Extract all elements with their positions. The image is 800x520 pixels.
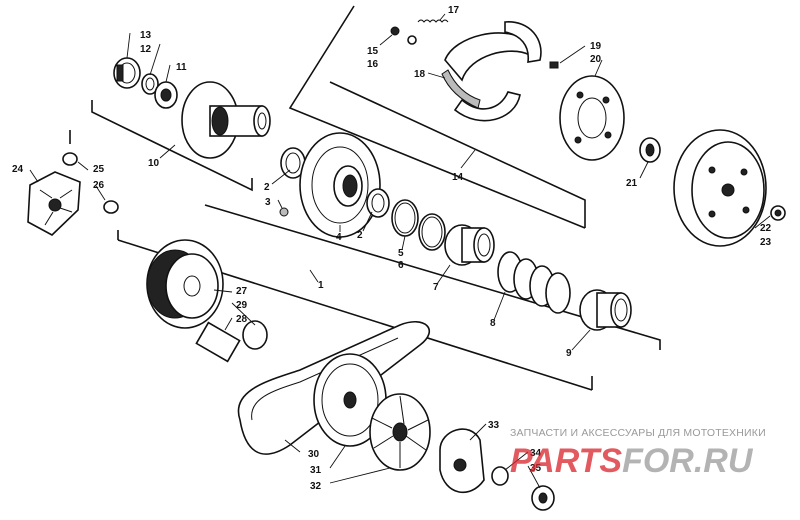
seal-2b bbox=[366, 188, 390, 218]
washer-34 bbox=[491, 466, 509, 486]
movable-sheave-4 bbox=[299, 132, 381, 238]
watermark: ЗАПЧАСТИ И АКСЕССУАРЫ ДЛЯ МОТОТЕХНИКИ PA… bbox=[510, 427, 766, 480]
collar-9 bbox=[579, 289, 632, 331]
drive-plate-33 bbox=[439, 428, 485, 494]
callout-30: 30 bbox=[308, 449, 320, 460]
callout-labels: 1 2 2 3 4 5 6 7 8 9 10 11 12 13 14 15 16… bbox=[12, 5, 772, 492]
callout-2a: 2 bbox=[264, 182, 270, 193]
callout-4: 4 bbox=[336, 232, 342, 243]
watermark-logo: PARTSFOR.RU bbox=[510, 442, 754, 480]
callout-15: 15 bbox=[367, 46, 379, 57]
clutch-shoes-18 bbox=[441, 21, 542, 122]
watermark-tagline: ЗАПЧАСТИ И АКСЕССУАРЫ ДЛЯ МОТОТЕХНИКИ bbox=[510, 427, 766, 439]
cooling-fan-32 bbox=[369, 393, 431, 471]
bearing-11 bbox=[154, 81, 178, 109]
callout-11: 11 bbox=[176, 62, 187, 73]
callout-22: 22 bbox=[760, 223, 772, 234]
nut-21 bbox=[639, 137, 661, 163]
callout-3: 3 bbox=[265, 197, 271, 208]
callout-31: 31 bbox=[310, 465, 322, 476]
callout-5: 5 bbox=[398, 248, 404, 259]
callout-8: 8 bbox=[490, 318, 496, 329]
bolt-19 bbox=[549, 61, 559, 69]
bearing-13 bbox=[113, 57, 141, 89]
callout-1: 1 bbox=[318, 280, 324, 291]
callout-12: 12 bbox=[140, 44, 152, 55]
collar-7 bbox=[444, 224, 495, 266]
leader-lines bbox=[29, 13, 771, 489]
spring-17 bbox=[417, 19, 449, 23]
callout-28: 28 bbox=[236, 314, 248, 325]
ring-5 bbox=[391, 199, 419, 237]
callout-32: 32 bbox=[310, 481, 322, 492]
bracket-assembly-14 bbox=[288, 5, 586, 229]
callout-24: 24 bbox=[12, 164, 24, 175]
pin-3 bbox=[279, 207, 289, 217]
callout-10: 10 bbox=[148, 158, 160, 169]
fan-plate-24 bbox=[27, 171, 81, 236]
driven-pulley-27 bbox=[146, 239, 224, 329]
callout-13: 13 bbox=[140, 30, 152, 41]
bracket-assembly-10 bbox=[69, 100, 253, 192]
callout-29: 29 bbox=[236, 300, 248, 311]
clutch-plate-20 bbox=[559, 75, 625, 161]
watermark-logo-part2: FOR.RU bbox=[622, 442, 754, 480]
callout-25: 25 bbox=[93, 164, 105, 175]
clutch-bell-22 bbox=[673, 129, 767, 247]
callout-2b: 2 bbox=[357, 230, 363, 241]
nut-23 bbox=[770, 205, 786, 221]
callout-27: 27 bbox=[236, 286, 248, 297]
callout-26: 26 bbox=[93, 180, 105, 191]
bushing-26 bbox=[103, 200, 119, 214]
callout-16: 16 bbox=[367, 59, 379, 70]
callout-7: 7 bbox=[433, 282, 439, 293]
callout-33: 33 bbox=[488, 420, 500, 431]
washer-16 bbox=[407, 35, 417, 45]
callout-9: 9 bbox=[566, 348, 572, 359]
nut-35 bbox=[531, 485, 555, 511]
callout-34: 34 bbox=[530, 448, 542, 459]
callout-19: 19 bbox=[590, 41, 602, 52]
callout-18: 18 bbox=[414, 69, 426, 80]
bushing-29 bbox=[242, 320, 268, 350]
watermark-logo-part1: PARTS bbox=[510, 442, 622, 480]
callout-23: 23 bbox=[760, 237, 772, 248]
callout-17: 17 bbox=[448, 5, 460, 16]
callout-6: 6 bbox=[398, 260, 404, 271]
nut-15 bbox=[390, 26, 400, 36]
callout-35: 35 bbox=[530, 463, 542, 474]
callout-14: 14 bbox=[452, 172, 464, 183]
callout-20: 20 bbox=[590, 54, 602, 65]
callout-21: 21 bbox=[626, 178, 638, 189]
spring-8 bbox=[497, 251, 571, 314]
fixed-sheave-10 bbox=[181, 81, 271, 159]
nut-25 bbox=[62, 152, 78, 166]
shaft-28 bbox=[195, 321, 241, 363]
ring-6 bbox=[418, 213, 446, 251]
